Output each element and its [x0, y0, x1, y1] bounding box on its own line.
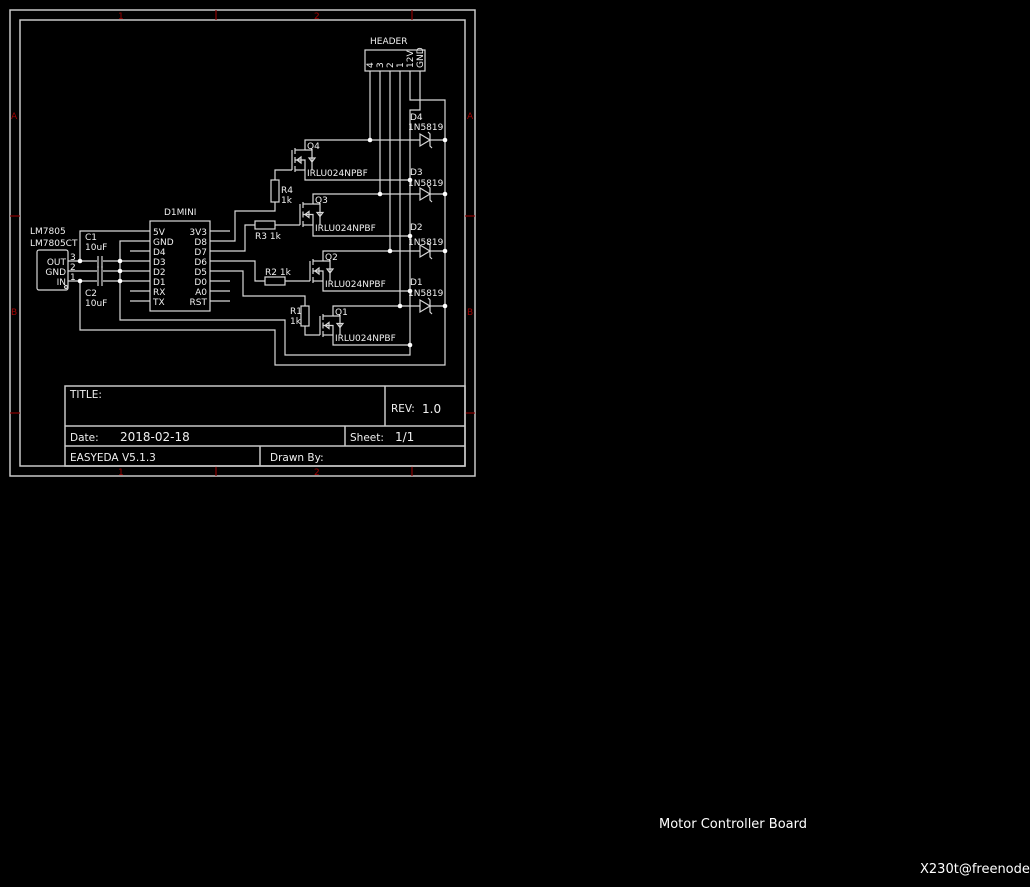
rev-value: 1.0	[422, 402, 441, 416]
date-value: 2018-02-18	[120, 430, 190, 444]
resistor-r4: R4 1k	[270, 179, 293, 206]
mcu-pin-label: GND	[153, 238, 174, 248]
title-label: TITLE:	[69, 389, 102, 401]
pin-number: 1	[70, 273, 76, 283]
col-marker: 2	[314, 12, 320, 22]
rev-label: REV:	[391, 403, 415, 415]
title-block: TITLE: REV: 1.0 Date: 2018-02-18 Sheet: …	[64, 385, 466, 467]
mosfet-ref: Q4	[307, 142, 320, 152]
diode-part: 1N5819	[408, 179, 444, 189]
cap-value: 10uF	[85, 299, 107, 309]
mcu-pin-label: 3V3	[189, 228, 207, 238]
res-value: 1k	[281, 196, 293, 206]
cap-ref: C2	[85, 289, 97, 299]
mcu-pin-label: D7	[194, 248, 207, 258]
mosfet-ref: Q3	[315, 196, 328, 206]
header-pin-label: 12V	[406, 50, 416, 68]
sheet-value: 1/1	[395, 430, 414, 444]
res-ref: R1	[290, 307, 302, 317]
regulator-lm7805: LM7805 LM7805CT OUT GND IN 3 2 1	[30, 227, 78, 291]
mcu-pin-label: RX	[153, 288, 165, 298]
mcu-pin-label: D2	[153, 268, 166, 278]
mcu-pin-label: TX	[152, 298, 165, 308]
pin-number: 2	[70, 263, 76, 273]
diode-ref: D1	[410, 278, 423, 288]
pin-label: IN	[57, 278, 66, 288]
row-marker: A	[11, 112, 18, 122]
col-marker: 1	[118, 12, 124, 22]
diode-part: 1N5819	[408, 289, 444, 299]
header-pin-label: 1	[396, 62, 406, 68]
mcu-pin-label: D3	[153, 258, 166, 268]
regulator-part: LM7805CT	[30, 239, 78, 249]
mcu-name: D1MINI	[164, 208, 196, 218]
mcu-pin-label: D6	[194, 258, 207, 268]
pin-number: 3	[70, 253, 76, 263]
resistor-r2: R2 1k	[264, 268, 292, 286]
mcu-pin-label: A0	[195, 288, 207, 298]
mcu-pin-label: D5	[194, 268, 207, 278]
project-name: Motor Controller Board	[659, 817, 807, 832]
mosfet-part: IRLU024NPBF	[307, 169, 368, 179]
mcu-pin-label: D0	[194, 278, 207, 288]
header-pin-label: GND	[416, 47, 426, 68]
res-label: R3 1k	[255, 232, 282, 242]
col-marker: 2	[314, 468, 320, 478]
row-marker: B	[11, 308, 17, 318]
junction-dots	[77, 137, 448, 348]
res-ref: R4	[281, 186, 293, 196]
res-value: 1k	[290, 317, 302, 327]
pin-label: OUT	[47, 258, 67, 268]
sheet-label: Sheet:	[350, 432, 384, 444]
mcu-pin-label: D1	[153, 278, 166, 288]
row-marker: A	[467, 112, 474, 122]
resistor-r3: R3 1k	[254, 220, 282, 242]
wires	[68, 71, 446, 366]
mcu-pin-label: D8	[194, 238, 207, 248]
mosfet-part: IRLU024NPBF	[325, 280, 386, 290]
date-label: Date:	[70, 432, 99, 444]
header-pin-label: 2	[386, 62, 396, 68]
mosfet-ref: Q1	[335, 308, 348, 318]
header-name: HEADER	[370, 37, 407, 47]
mcu-pin-label: D4	[153, 248, 166, 258]
capacitor-c1: C1 10uF	[85, 233, 107, 276]
mosfet-part: IRLU024NPBF	[335, 334, 396, 344]
diode-ref: D2	[410, 223, 423, 233]
resistor-r1: R1 1k	[290, 305, 310, 327]
cap-value: 10uF	[85, 243, 107, 253]
diode-part: 1N5819	[408, 238, 444, 248]
tool-version: EASYEDA V5.1.3	[70, 452, 156, 464]
regulator-name: LM7805	[30, 227, 66, 237]
mosfet-ref: Q2	[325, 253, 338, 263]
mcu-pin-label: 5V	[153, 228, 166, 238]
mosfet-part: IRLU024NPBF	[315, 224, 376, 234]
author-label: X230t@freenode	[920, 862, 1030, 877]
diode-d2: D2 1N5819	[408, 223, 444, 260]
header-pin-label: 3	[376, 62, 386, 68]
diode-ref: D4	[410, 113, 423, 123]
diode-ref: D3	[410, 168, 423, 178]
pin-label: GND	[45, 268, 66, 278]
capacitor-c2: C2 10uF	[85, 266, 107, 309]
res-label: R2 1k	[265, 268, 292, 278]
cap-ref: C1	[85, 233, 97, 243]
mcu-pin-label: RST	[190, 298, 208, 308]
drawn-by-label: Drawn By:	[270, 452, 324, 464]
row-marker: B	[467, 308, 473, 318]
diode-part: 1N5819	[408, 123, 444, 133]
header-pin-label: 4	[366, 62, 376, 68]
col-marker: 1	[118, 468, 124, 478]
